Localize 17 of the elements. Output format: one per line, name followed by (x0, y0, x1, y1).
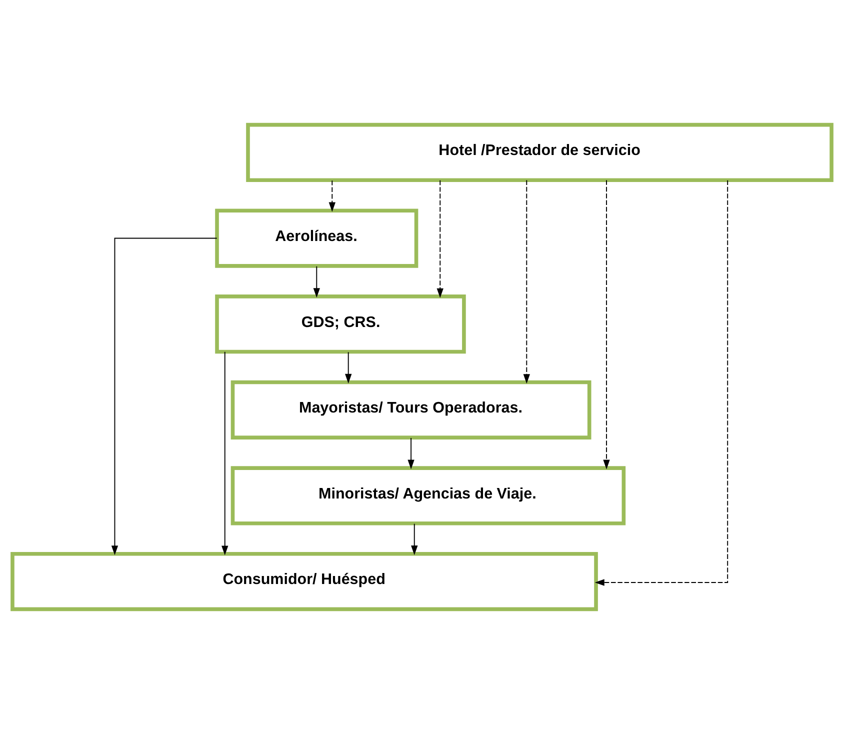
arrow (328, 180, 336, 212)
node-box: Aerolíneas. (215, 208, 418, 268)
arrow (603, 179, 610, 469)
arrow (345, 351, 352, 383)
node-box: Mayoristas/ Tours Operadoras. (230, 380, 592, 439)
arrow (523, 179, 530, 384)
arrow (411, 522, 418, 555)
arrow (594, 179, 728, 586)
arrow (436, 179, 444, 298)
node-box: Consumidor/ Huésped (10, 551, 598, 611)
arrow (111, 237, 218, 555)
node-box: GDS; CRS. (215, 294, 466, 354)
node-box: Hotel /Prestador de servicio (246, 122, 834, 182)
arrow (408, 437, 414, 469)
arrow (222, 350, 228, 555)
node-box: Minoristas/ Agencias de Viaje. (230, 466, 626, 525)
arrow (313, 265, 320, 298)
